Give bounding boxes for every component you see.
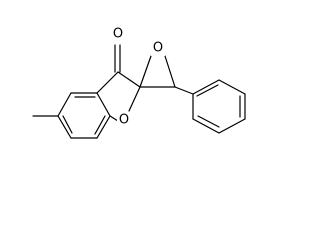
benzo-bond-1 (57, 92, 72, 117)
epoxide-oxygen-label: O (153, 41, 163, 56)
ring-oxygen-label: O (119, 113, 129, 128)
furanone-ring (96, 71, 141, 122)
benzo-ring (57, 92, 111, 139)
phenyl-bond-2 (192, 118, 220, 134)
ring-oxygen-mask (117, 112, 131, 128)
phenyl-double-1 (196, 84, 219, 97)
carbonyl-oxygen-mask (111, 26, 125, 42)
phenyl-attach-bond (174, 86, 194, 95)
benzo-double-3 (62, 115, 73, 134)
epoxide-bond-c2-o (139, 55, 152, 88)
phenyl-double-3 (197, 115, 220, 128)
furan-bond-c3-c2 (117, 71, 141, 88)
phenyl-bond-3 (218, 118, 246, 134)
carbonyl-group (114, 44, 121, 73)
benzo-double-2 (94, 115, 106, 135)
benzo-bond-3 (96, 92, 111, 117)
benzo-bond-4 (96, 115, 111, 139)
epoxide-bond-o-c3 (164, 55, 176, 88)
furan-bond-c3a-c3 (96, 71, 119, 94)
epoxide-oxygen-mask (151, 40, 165, 56)
furan-bond-o1-c7a (109, 115, 119, 122)
furan-bond-c2-o1 (128, 86, 141, 112)
epoxide-ring (139, 55, 176, 88)
benzo-bond-6 (57, 115, 72, 139)
phenyl-bond-6 (192, 79, 220, 95)
carbonyl-oxygen-label: O (113, 27, 123, 42)
chemical-structure: O O O (32, 26, 246, 139)
phenyl-bond-5 (218, 79, 246, 95)
phenyl-group (174, 79, 246, 134)
